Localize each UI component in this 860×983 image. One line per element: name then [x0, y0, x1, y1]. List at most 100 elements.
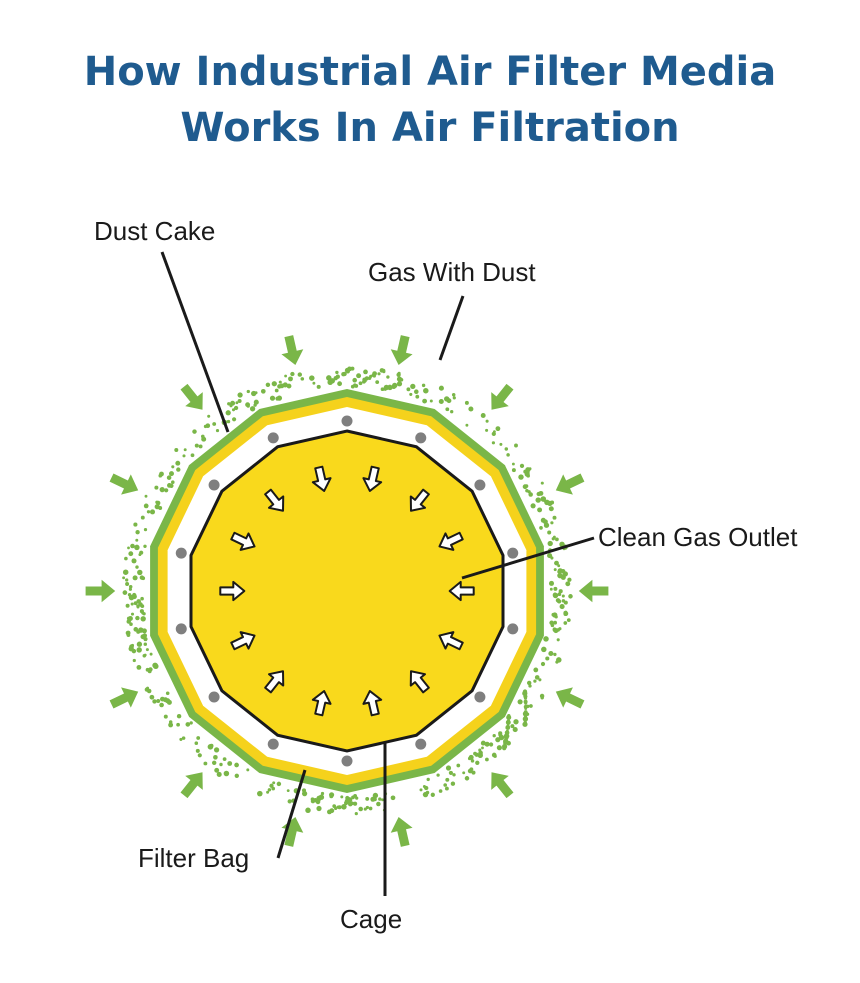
- dust-particle: [480, 413, 486, 418]
- dust-particle: [166, 475, 172, 480]
- dust-particle: [125, 582, 130, 586]
- dust-particle: [512, 727, 518, 733]
- dust-particle: [146, 686, 150, 690]
- dust-particle: [140, 616, 146, 622]
- clean-gas-arrows: [219, 465, 475, 717]
- dust-particle: [381, 798, 384, 802]
- dust-particle: [544, 499, 550, 506]
- green-arrow-icon: [85, 579, 116, 603]
- dust-particle: [553, 568, 557, 572]
- dust-particle: [419, 788, 423, 792]
- dust-particle: [493, 754, 497, 758]
- dust-particle: [422, 785, 426, 788]
- dust-particle: [438, 789, 443, 793]
- dust-particle: [468, 754, 474, 760]
- dust-particle: [168, 720, 173, 724]
- dust-particle: [376, 801, 381, 807]
- dust-particle: [276, 781, 282, 787]
- dust-particle: [528, 467, 532, 471]
- dust-particle: [309, 375, 315, 381]
- dust-particle: [557, 568, 563, 574]
- dust-particle: [144, 494, 148, 498]
- dust-particle: [139, 550, 144, 555]
- dust-particle: [517, 699, 523, 705]
- dust-particle: [233, 405, 239, 411]
- dust-particle: [372, 792, 379, 799]
- dust-particle: [504, 447, 509, 451]
- white-arrow-icon: [362, 465, 383, 492]
- dust-particle: [464, 776, 470, 781]
- dust-particle: [124, 556, 128, 561]
- dust-particle: [132, 658, 136, 663]
- dust-particle: [444, 786, 449, 791]
- dust-particle: [125, 603, 130, 608]
- dust-particle: [538, 490, 544, 496]
- dust-particle: [478, 748, 482, 752]
- dust-particle: [465, 423, 469, 427]
- dust-particle: [565, 581, 571, 587]
- dust-particle: [406, 387, 411, 392]
- dust-particle: [122, 576, 126, 580]
- dust-particle: [436, 773, 440, 777]
- dust-particle: [563, 621, 568, 625]
- dust-particle: [137, 569, 143, 576]
- dust-particle: [278, 380, 282, 384]
- dust-particle: [126, 633, 131, 637]
- dust-particle: [528, 684, 532, 688]
- dust-particle: [510, 724, 515, 729]
- dust-particle: [548, 506, 554, 512]
- dust-particle: [559, 604, 565, 610]
- dust-particle: [203, 761, 208, 766]
- dust-particle: [269, 395, 276, 401]
- dust-particle: [522, 716, 529, 722]
- dust-particle: [535, 497, 541, 503]
- dust-particle: [130, 602, 134, 606]
- dust-particle: [414, 389, 419, 394]
- dust-particle: [445, 407, 450, 412]
- dust-particle: [216, 771, 222, 777]
- dust-particle: [425, 790, 430, 795]
- dust-particle: [129, 622, 133, 626]
- dust-particle: [189, 721, 193, 725]
- dust-particle: [568, 594, 573, 599]
- dust-particle: [556, 599, 562, 604]
- dust-particle: [145, 648, 149, 652]
- white-arrow-icon: [409, 488, 430, 512]
- dust-particle: [488, 742, 494, 747]
- dust-particle: [358, 381, 363, 386]
- dust-particle: [297, 372, 302, 377]
- dust-particle: [422, 398, 428, 404]
- dust-particle: [125, 578, 129, 582]
- dust-particle: [143, 653, 147, 657]
- dust-particle: [152, 699, 157, 704]
- dust-particle: [135, 565, 139, 569]
- cage-wire-dot: [507, 623, 519, 635]
- dust-particle: [381, 368, 386, 373]
- dust-particle: [542, 519, 548, 525]
- dust-particle: [548, 580, 555, 586]
- green-arrow-icon: [390, 335, 413, 366]
- dust-particle: [158, 506, 163, 510]
- green-arrow-icon: [555, 473, 585, 495]
- dust-particle: [548, 650, 554, 657]
- dust-particle: [312, 381, 316, 385]
- dust-particle: [139, 609, 144, 614]
- dust-particle: [326, 375, 332, 381]
- dust-particle: [300, 377, 305, 381]
- dust-particle: [481, 746, 484, 750]
- dust-particle: [222, 757, 227, 761]
- dust-particle: [234, 762, 239, 768]
- dust-particle: [164, 488, 169, 493]
- dust-particle: [555, 537, 559, 542]
- dust-particle: [354, 811, 358, 816]
- dust-particle: [246, 389, 250, 394]
- cage-wire-dot: [474, 691, 486, 703]
- dust-particle: [537, 507, 543, 513]
- dust-particle: [162, 697, 168, 703]
- dust-particle: [377, 372, 381, 376]
- dust-particle: [272, 781, 276, 785]
- dust-particle: [540, 481, 544, 485]
- dust-particle: [562, 571, 568, 577]
- dust-particle: [129, 644, 134, 650]
- green-arrow-icon: [578, 579, 609, 603]
